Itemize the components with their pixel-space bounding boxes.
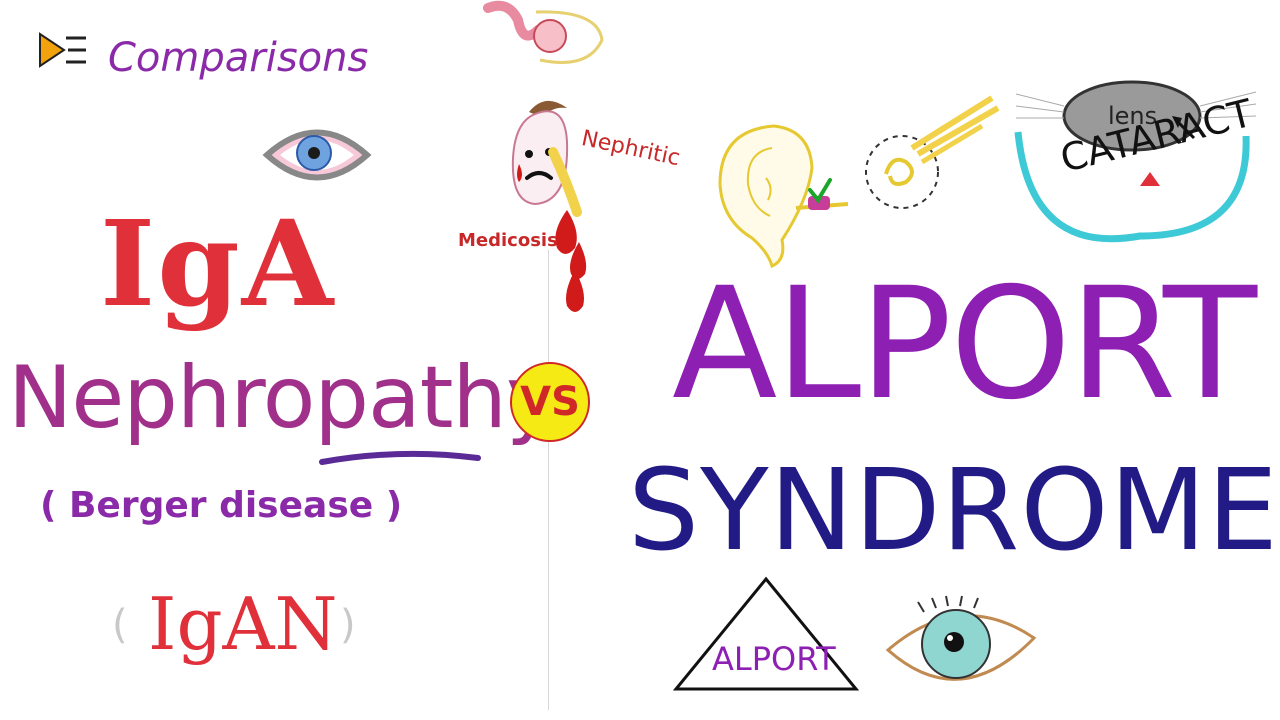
series-label: Comparisons: [108, 35, 369, 81]
berger-subtitle: ( Berger disease ): [40, 485, 403, 526]
eye-lenticonus-icon: [885, 595, 1037, 681]
ear-illustration: [718, 124, 849, 269]
syndrome-title: SYNDROME: [628, 446, 1279, 576]
nephropathy-title: Nephropathy: [8, 348, 557, 448]
cochlea-illustration: [865, 95, 1000, 209]
abbrev-close-paren: ): [340, 602, 356, 648]
triangle-label: ALPORT: [712, 640, 836, 678]
alport-title: ALPORT: [672, 255, 1257, 434]
lens-label: lens: [1108, 102, 1158, 130]
eye-illustration: [262, 129, 372, 181]
center-divider: [548, 250, 549, 710]
iga-title: IgA: [100, 194, 336, 333]
vs-badge: VS: [510, 362, 590, 442]
title-underline: [319, 450, 481, 465]
vs-label: VS: [520, 379, 580, 425]
triangle-icon: [672, 576, 860, 691]
lens-illustration: [1014, 80, 1257, 243]
medicosis-watermark: Medicosis: [458, 230, 558, 251]
abbrev-open-paren: (: [112, 602, 128, 648]
sad-kidney-icon: [511, 100, 587, 312]
igan-abbrev: IgAN: [148, 582, 338, 666]
nephron-illustration: [483, 0, 604, 64]
play-list-icon: [39, 32, 86, 68]
